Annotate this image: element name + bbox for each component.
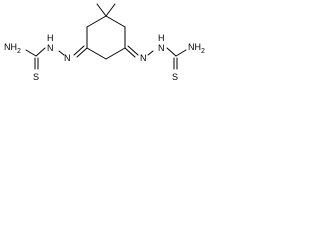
ring-bond <box>105 47 126 60</box>
right-hydrazine-n-label: N <box>158 43 165 53</box>
ring-bond <box>86 15 107 28</box>
right-hydrazine-h-label: H <box>158 33 165 43</box>
imine-double-bond <box>73 45 85 56</box>
hydrazine-bond <box>147 50 154 56</box>
molecule-structure: NH2 S H N N N H N NH2 S <box>4 3 205 82</box>
imine-double-bond <box>124 47 136 58</box>
ring-bond <box>105 15 126 28</box>
methyl-bond <box>96 3 107 17</box>
right-imine-n-label: N <box>140 53 147 63</box>
thioamide-bond <box>166 47 177 57</box>
methyl-bond <box>105 3 116 17</box>
hydrazine-bond <box>58 50 65 56</box>
thioamide-bond <box>25 49 37 57</box>
imine-double-bond <box>76 47 88 58</box>
left-amine-label: NH2 <box>4 42 21 55</box>
right-thione-label: S <box>172 72 178 82</box>
thioamide-bond <box>35 47 46 57</box>
left-hydrazine-n-label: N <box>47 43 54 53</box>
right-amine-label: NH2 <box>188 42 205 55</box>
imine-double-bond <box>127 45 139 56</box>
left-hydrazine-h-label: H <box>47 33 54 43</box>
left-imine-n-label: N <box>64 53 71 63</box>
left-thione-label: S <box>33 72 39 82</box>
ring-bond <box>86 47 107 60</box>
bond-lines <box>25 3 187 70</box>
thioamide-bond <box>175 49 187 57</box>
